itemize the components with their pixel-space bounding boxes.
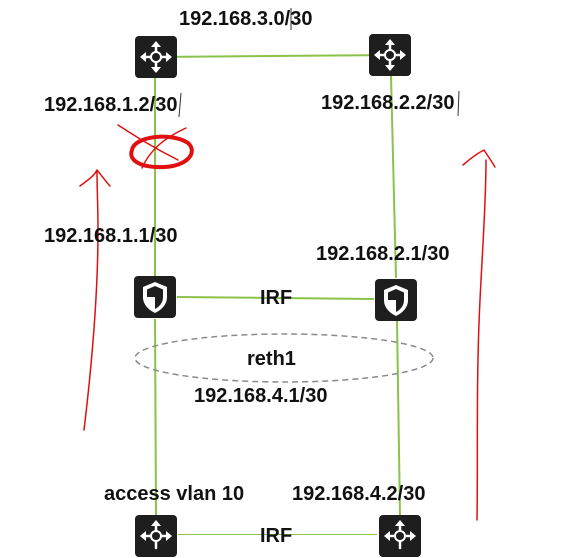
text-cursor-mark — [457, 90, 460, 117]
reth-label: reth1 — [247, 348, 296, 370]
failure-circle — [129, 134, 194, 170]
right-arrow — [462, 149, 496, 521]
link-right-firewall-switch — [396, 320, 401, 517]
irf-bottom-label: IRF — [260, 525, 293, 547]
failure-cross — [117, 124, 187, 169]
link-right-router-firewall — [390, 75, 397, 279]
right-router-ip-label: 192.168.2.2/30 — [321, 92, 455, 114]
topology-diagram — [79, 8, 496, 535]
top-link-ip-label: 192.168.3.0/30 — [179, 8, 313, 30]
router-icon — [135, 36, 177, 78]
switch-bottom-left[interactable] — [134, 514, 178, 558]
firewall-left[interactable] — [133, 275, 177, 319]
left-router-ip-label: 192.168.1.2/30 — [44, 94, 178, 116]
left-arrow — [79, 169, 111, 431]
firewall-right[interactable] — [374, 278, 418, 322]
irf-top-label: IRF — [260, 287, 293, 309]
router-top-right[interactable] — [368, 33, 412, 77]
switch-icon — [135, 515, 177, 557]
router-icon — [369, 34, 411, 76]
bottom-right-ip-label: 192.168.4.2/30 — [292, 483, 426, 505]
switch-icon — [379, 515, 421, 557]
text-cursor-mark — [178, 92, 182, 118]
firewall-shield-icon — [375, 279, 417, 321]
reth-ellipse — [134, 333, 434, 383]
firewall-shield-icon — [134, 276, 176, 318]
access-vlan-label: access vlan 10 — [104, 483, 245, 505]
router-top-left[interactable] — [134, 35, 178, 79]
red-annotation — [79, 124, 496, 521]
link-top — [155, 54, 391, 58]
link-irf-top — [176, 296, 375, 300]
reth-ip-label: 192.168.4.1/30 — [194, 385, 328, 407]
left-firewall-ip-label: 192.168.1.1/30 — [44, 225, 178, 247]
link-left-firewall-switch — [154, 318, 157, 517]
switch-bottom-right[interactable] — [378, 514, 422, 558]
right-firewall-ip-label: 192.168.2.1/30 — [316, 243, 450, 265]
